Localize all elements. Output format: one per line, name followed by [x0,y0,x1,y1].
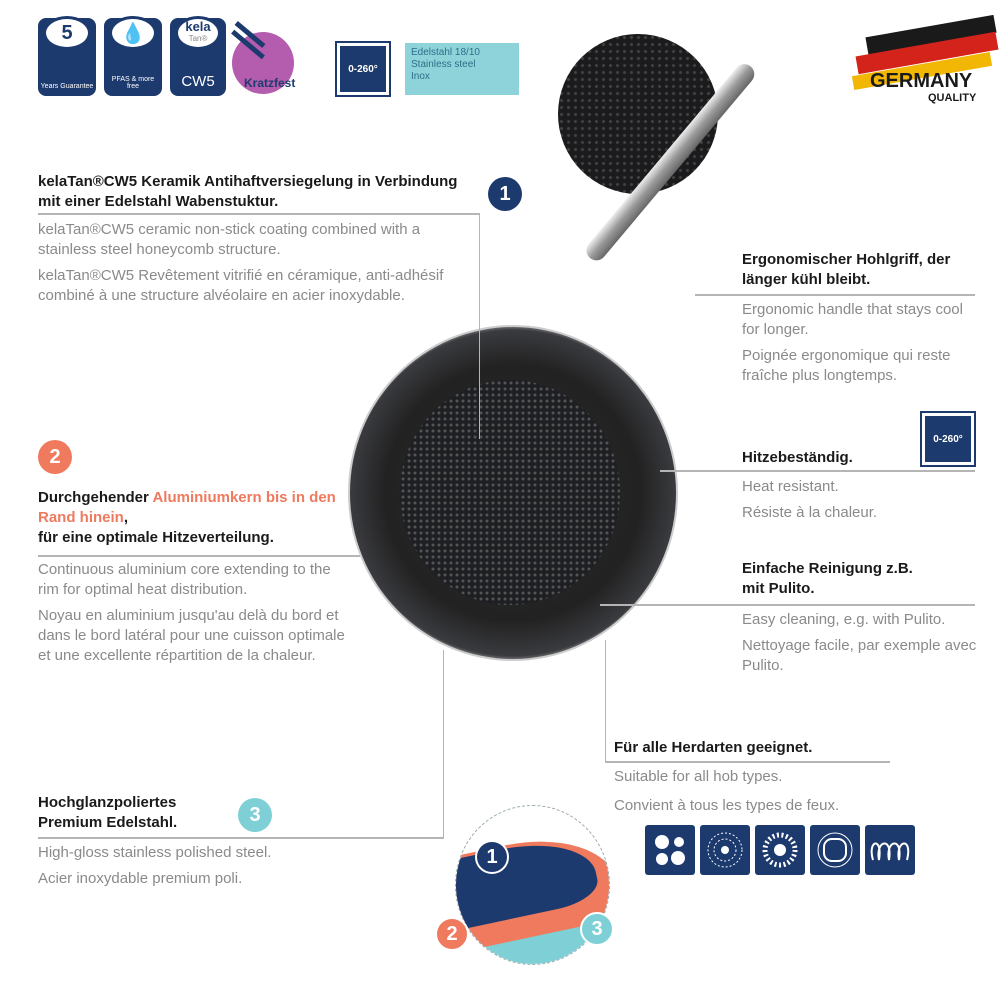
kelatan-logo: kela [185,19,211,34]
steel-badge: Edelstahl 18/10 Stainless steel Inox [405,43,519,95]
pfas-label: PFAS & more free [111,76,155,90]
feature3-heading: Hochglanzpoliertes Premium Edelstahl. [38,794,178,831]
layer1-number: 1 [475,840,509,874]
induction-hob-icon [865,825,915,875]
kelatan-tan: Tan® [188,34,208,43]
hobs-fr: Convient à tous les types de feux. [614,797,840,814]
heat-text: Heat resistant. Résiste à la chaleur. [742,477,977,529]
feature2-number: 2 [38,440,72,474]
connector-line [695,294,975,296]
handle-fr: Poignée ergonomique qui reste fraîche pl… [742,347,951,384]
kelatan-cw5: CW5 [181,73,215,90]
feature1-en: kelaTan®CW5 ceramic non-stick coating co… [38,221,421,258]
honeycomb-detail-image [558,34,718,194]
connector-line [479,213,480,439]
guarantee-label: Years Guarantee [40,83,94,90]
halogen-hob-icon [700,825,750,875]
connector-line [605,761,890,763]
heat-badge: 0-260° [920,411,976,467]
connector-line [443,650,444,838]
connector-line [38,555,360,557]
feature3-number: 3 [238,798,272,832]
feature3-en: High-gloss stainless polished steel. [38,844,272,861]
feature2-heading-b: , [123,509,129,526]
heat-fr: Résiste à la chaleur. [742,504,878,521]
heat-en: Heat resistant. [742,478,839,495]
layer-diagram [455,805,610,965]
temperature-badge: 0-260° [335,41,391,97]
cleaning-text: Easy cleaning, e.g. with Pulito. Nettoya… [742,610,977,682]
hobs-en: Suitable for all hob types. [614,768,783,785]
feature1-number: 1 [488,177,522,211]
steel-title: Edelstahl 18/10 [411,47,480,58]
kratzfest-badge: Kratzfest [231,21,296,94]
feature2-fr: Noyau en aluminium jusqu'au delà du bord… [38,607,345,664]
kratzfest-label: Kratzfest [244,76,296,90]
feature2-heading: Durchgehender Aluminiumkern bis in den R… [38,488,348,548]
feature2-heading-highlight: Aluminiumkern bis in den Rand hinein [38,489,336,526]
connector-line [38,213,480,215]
layer2-number: 2 [435,917,469,951]
connector-line [605,640,606,762]
germany-subtitle: QUALITY [928,92,977,104]
feature2-text: Continuous aluminium core extending to t… [38,560,348,672]
guarantee-number: 5 [43,16,91,50]
steel-fr: Inox [411,71,430,82]
connector-line [600,604,975,606]
drop-icon: 💧 [109,16,157,50]
feature1-text: kelaTan®CW5 ceramic non-stick coating co… [38,220,478,312]
connector-line [660,470,975,472]
hobs-text: Suitable for all hob types. Convient à t… [614,767,934,822]
steel-en: Stainless steel [411,59,476,70]
cleaning-en: Easy cleaning, e.g. with Pulito. [742,611,946,628]
cleaning-fr: Nettoyage facile, par exemple avec Pulit… [742,637,977,674]
electric-hob-icon [645,825,695,875]
pan-cooking-surface [400,380,620,605]
handle-heading: Ergonomischer Hohlgriff, der länger kühl… [742,251,951,288]
hobs-heading: Für alle Herdarten geeignet. [614,739,813,756]
gas-hob-icon [755,825,805,875]
guarantee-badge: 5 Years Guarantee [38,16,96,96]
cleaning-heading: Einfache Reinigung z.B. mit Pulito. [742,560,913,597]
feature3-fr: Acier inoxydable premium poli. [38,870,243,887]
germany-quality-logo: GERMANY QUALITY [848,8,999,108]
germany-title: GERMANY [870,70,973,92]
connector-line [38,837,444,839]
feature1-heading: kelaTan®CW5 Keramik Antihaftversiegelung… [38,173,458,210]
feature2-heading-a: Durchgehender [38,489,153,506]
handle-en: Ergonomic handle that stays cool for lon… [742,301,963,338]
feature2-en: Continuous aluminium core extending to t… [38,561,331,598]
hob-icons [645,825,915,875]
feature2-heading-c: für eine optimale Hitzeverteilung. [38,529,274,546]
pfas-free-badge: 💧 PFAS & more free [104,16,162,96]
ceramic-hob-icon [810,825,860,875]
heat-heading: Hitzebeständig. [742,449,853,466]
layer3-number: 3 [580,912,614,946]
feature1-fr: kelaTan®CW5 Revêtement vitrifié en céram… [38,267,444,304]
feature3-text: High-gloss stainless polished steel. Aci… [38,843,438,895]
handle-text: Ergonomic handle that stays cool for lon… [742,300,977,392]
